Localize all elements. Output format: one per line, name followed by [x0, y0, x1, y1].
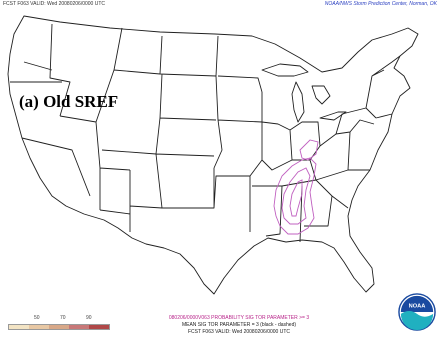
lake-michigan [291, 81, 305, 123]
probability-colorbar [8, 324, 110, 330]
spc-credit-header: NOAA/NWS Storm Prediction Center, Norman… [324, 1, 437, 7]
lake-erie [319, 111, 347, 121]
colorbar-segment [29, 325, 49, 329]
colorbar-segment [49, 325, 69, 329]
probability-contour-inner [289, 179, 303, 217]
probability-contour-east [299, 139, 319, 161]
us-outline [7, 15, 419, 295]
probability-contour-outer [273, 157, 317, 235]
colorbar-tick-label: 90 [86, 315, 92, 321]
colorbar-segment [89, 325, 109, 329]
noaa-logo: NOAA [398, 293, 436, 331]
lake-huron [311, 85, 331, 105]
colorbar-tick-label: 70 [60, 315, 66, 321]
legend-title: 080206/0000V063 PROBABILITY SIG TOR PARA… [168, 315, 310, 321]
colorbar-segment [69, 325, 89, 329]
svg-text:NOAA: NOAA [409, 303, 426, 309]
forecast-valid-header: FCST F063 VALID: Wed 20080206/0000 UTC [3, 1, 105, 7]
state-borders [10, 23, 401, 243]
colorbar-segment [9, 325, 29, 329]
legend-mean-line: MEAN SIG TOR PARAMETER = 3 (black - dash… [181, 322, 297, 328]
legend-valid-line: FCST F063 VALID: Wed 20080206/0000 UTC [188, 329, 290, 335]
colorbar-tick-label: 50 [34, 315, 40, 321]
panel-label: (a) Old SREF [19, 92, 119, 111]
probability-contour-middle [281, 167, 311, 225]
lake-superior [261, 63, 309, 77]
